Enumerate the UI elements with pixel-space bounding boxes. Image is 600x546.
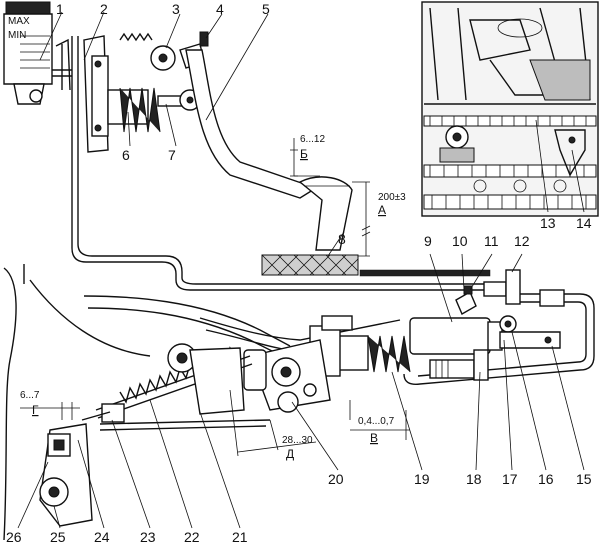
dimension-b: 6...12 Б	[290, 134, 325, 177]
track-links-upper	[429, 116, 587, 126]
callout-8: 8	[338, 231, 346, 247]
slave-cylinder	[403, 269, 595, 385]
dimension-g-mark: Г	[32, 403, 39, 417]
callout-10: 10	[452, 233, 468, 249]
fork-lever	[39, 411, 111, 527]
callout-4: 4	[216, 1, 224, 17]
dimension-b-range: 6...12	[300, 134, 325, 145]
clutch-pedal	[185, 49, 353, 251]
callout-7: 7	[168, 147, 176, 163]
hydraulic-line	[71, 36, 488, 291]
callout-20: 20	[328, 471, 344, 487]
dimension-v: 0,4...0,7 В	[349, 400, 410, 445]
callout-17: 17	[502, 471, 518, 487]
callout-26: 26	[6, 529, 22, 545]
callout-19: 19	[414, 471, 430, 487]
callout-1: 1	[56, 1, 64, 17]
callout-22: 22	[184, 529, 200, 545]
min-mark: MIN	[8, 30, 26, 41]
dimension-d: 28...30 Д	[229, 389, 317, 461]
dimension-g: 6...7 Г	[20, 390, 80, 420]
callout-3: 3	[172, 1, 180, 17]
floor-mat	[261, 254, 491, 277]
callout-24: 24	[94, 529, 110, 545]
release-lever	[243, 339, 331, 413]
callout-23: 23	[140, 529, 156, 545]
callout-numbers: 1 2 3 4 5 6 7 8 9 10 11 12 13 14 15 16 1…	[6, 1, 592, 545]
callout-9: 9	[424, 233, 432, 249]
dimension-v-range: 0,4...0,7	[358, 416, 395, 427]
fluid-reservoir: MAX MIN	[3, 1, 53, 105]
dimension-v-mark: В	[370, 431, 378, 445]
callout-5: 5	[262, 1, 270, 17]
dimension-b-mark: Б	[300, 147, 308, 161]
callout-2: 2	[100, 1, 108, 17]
dimension-d-mark: Д	[286, 447, 294, 461]
callout-11: 11	[484, 233, 499, 249]
dimension-a-mark: А	[378, 203, 386, 217]
callout-16: 16	[538, 471, 554, 487]
tractor-inset	[421, 1, 599, 217]
callout-14: 14	[576, 215, 592, 231]
callout-25: 25	[50, 529, 66, 545]
callout-15: 15	[576, 471, 592, 487]
callout-6: 6	[122, 147, 130, 163]
slave-boot	[309, 315, 411, 377]
dimension-g-range: 6...7	[20, 390, 40, 401]
dimension-d-range: 28...30	[282, 435, 313, 446]
callout-13: 13	[540, 215, 556, 231]
callout-21: 21	[232, 529, 248, 545]
max-mark: MAX	[8, 16, 30, 27]
callout-12: 12	[514, 233, 530, 249]
dimension-a-value: 200±3	[378, 192, 406, 203]
frame-outline	[3, 264, 151, 541]
dimension-a: 200±3 А	[352, 181, 406, 257]
callout-18: 18	[466, 471, 482, 487]
return-spring	[95, 343, 271, 431]
leader-lines	[17, 11, 585, 529]
